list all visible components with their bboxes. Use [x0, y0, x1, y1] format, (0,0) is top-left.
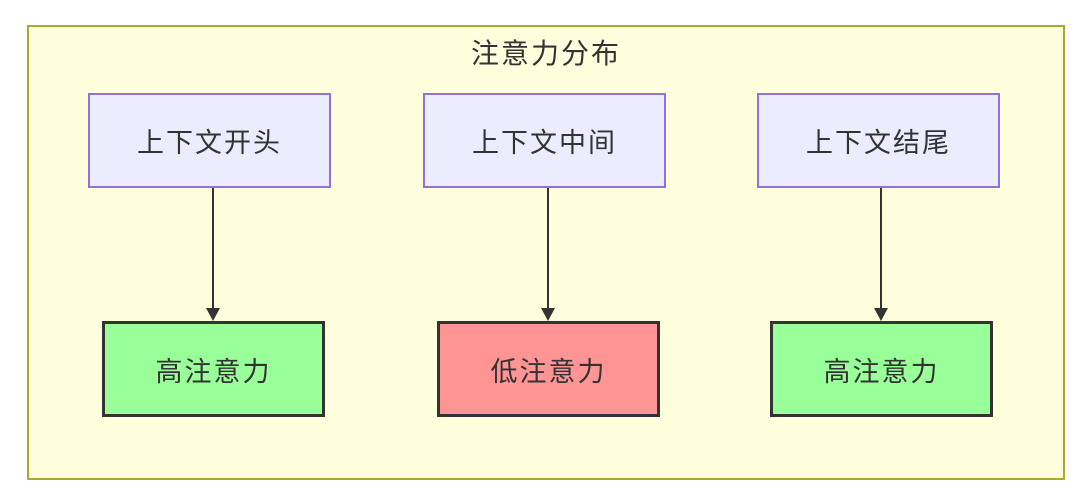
arrowhead-icon	[541, 308, 555, 321]
node-low-attention-middle: 低注意力	[437, 321, 660, 417]
node-label: 高注意力	[155, 356, 272, 387]
arrowhead-icon	[874, 308, 888, 321]
node-high-attention-left: 高注意力	[102, 321, 325, 417]
node-label: 上下文开头	[137, 128, 282, 158]
node-label: 上下文结尾	[806, 128, 951, 158]
node-context-end: 上下文结尾	[757, 93, 1000, 188]
arrow-line	[212, 188, 214, 310]
node-label: 高注意力	[823, 356, 940, 387]
arrow-line	[547, 188, 549, 310]
node-label: 低注意力	[490, 356, 607, 387]
node-context-middle: 上下文中间	[423, 93, 666, 188]
arrowhead-icon	[206, 308, 220, 321]
arrow-end-to-high	[874, 188, 888, 321]
node-label: 上下文中间	[472, 128, 617, 158]
arrow-line	[880, 188, 882, 310]
arrow-middle-to-low	[541, 188, 555, 321]
diagram-title: 注意力分布	[470, 38, 621, 69]
arrow-beginning-to-high	[206, 188, 220, 321]
node-high-attention-right: 高注意力	[770, 321, 993, 417]
node-context-beginning: 上下文开头	[88, 93, 331, 188]
